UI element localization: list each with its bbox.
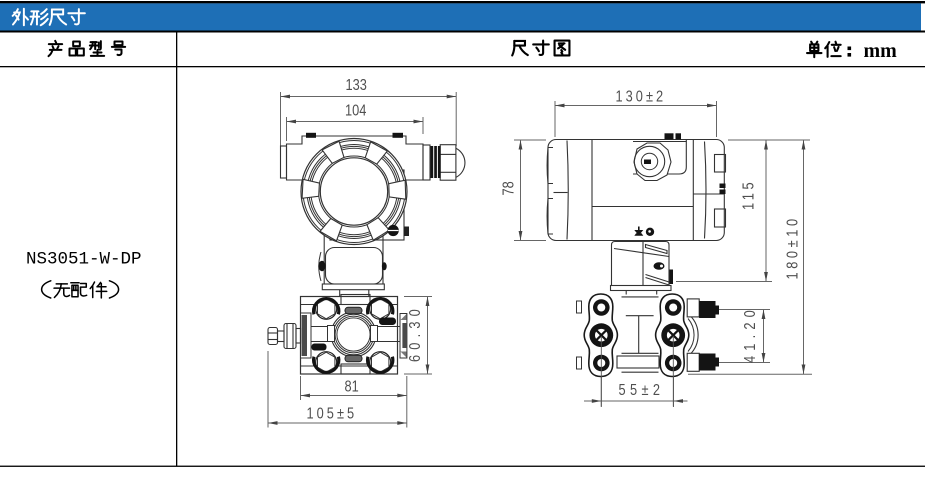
- svg-text:mm: mm: [864, 40, 898, 62]
- svg-text:105±5: 105±5: [307, 405, 358, 423]
- svg-text:NS3051-W-DP: NS3051-W-DP: [26, 250, 142, 270]
- svg-text:104: 104: [345, 102, 366, 120]
- svg-text:78: 78: [500, 181, 518, 195]
- svg-text:81: 81: [345, 378, 359, 396]
- svg-text:41.20: 41.20: [742, 305, 760, 363]
- svg-text:115: 115: [740, 179, 758, 210]
- svg-text:55±2: 55±2: [619, 382, 665, 400]
- svg-text:133: 133: [346, 77, 367, 95]
- svg-text:180±10: 180±10: [784, 215, 802, 279]
- svg-text:60.30: 60.30: [407, 304, 425, 362]
- svg-text:130±2: 130±2: [616, 88, 667, 106]
